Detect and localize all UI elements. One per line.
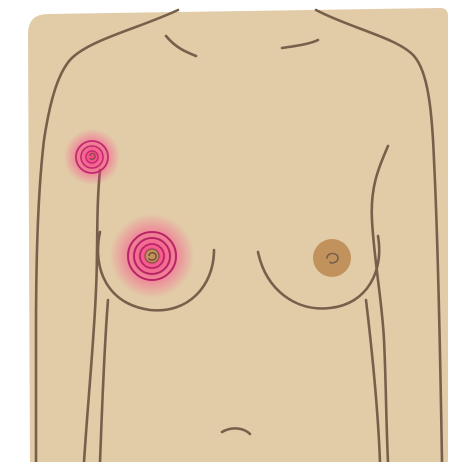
armpit-spot — [64, 129, 120, 185]
breast-spot — [110, 214, 194, 298]
areola — [313, 239, 351, 277]
